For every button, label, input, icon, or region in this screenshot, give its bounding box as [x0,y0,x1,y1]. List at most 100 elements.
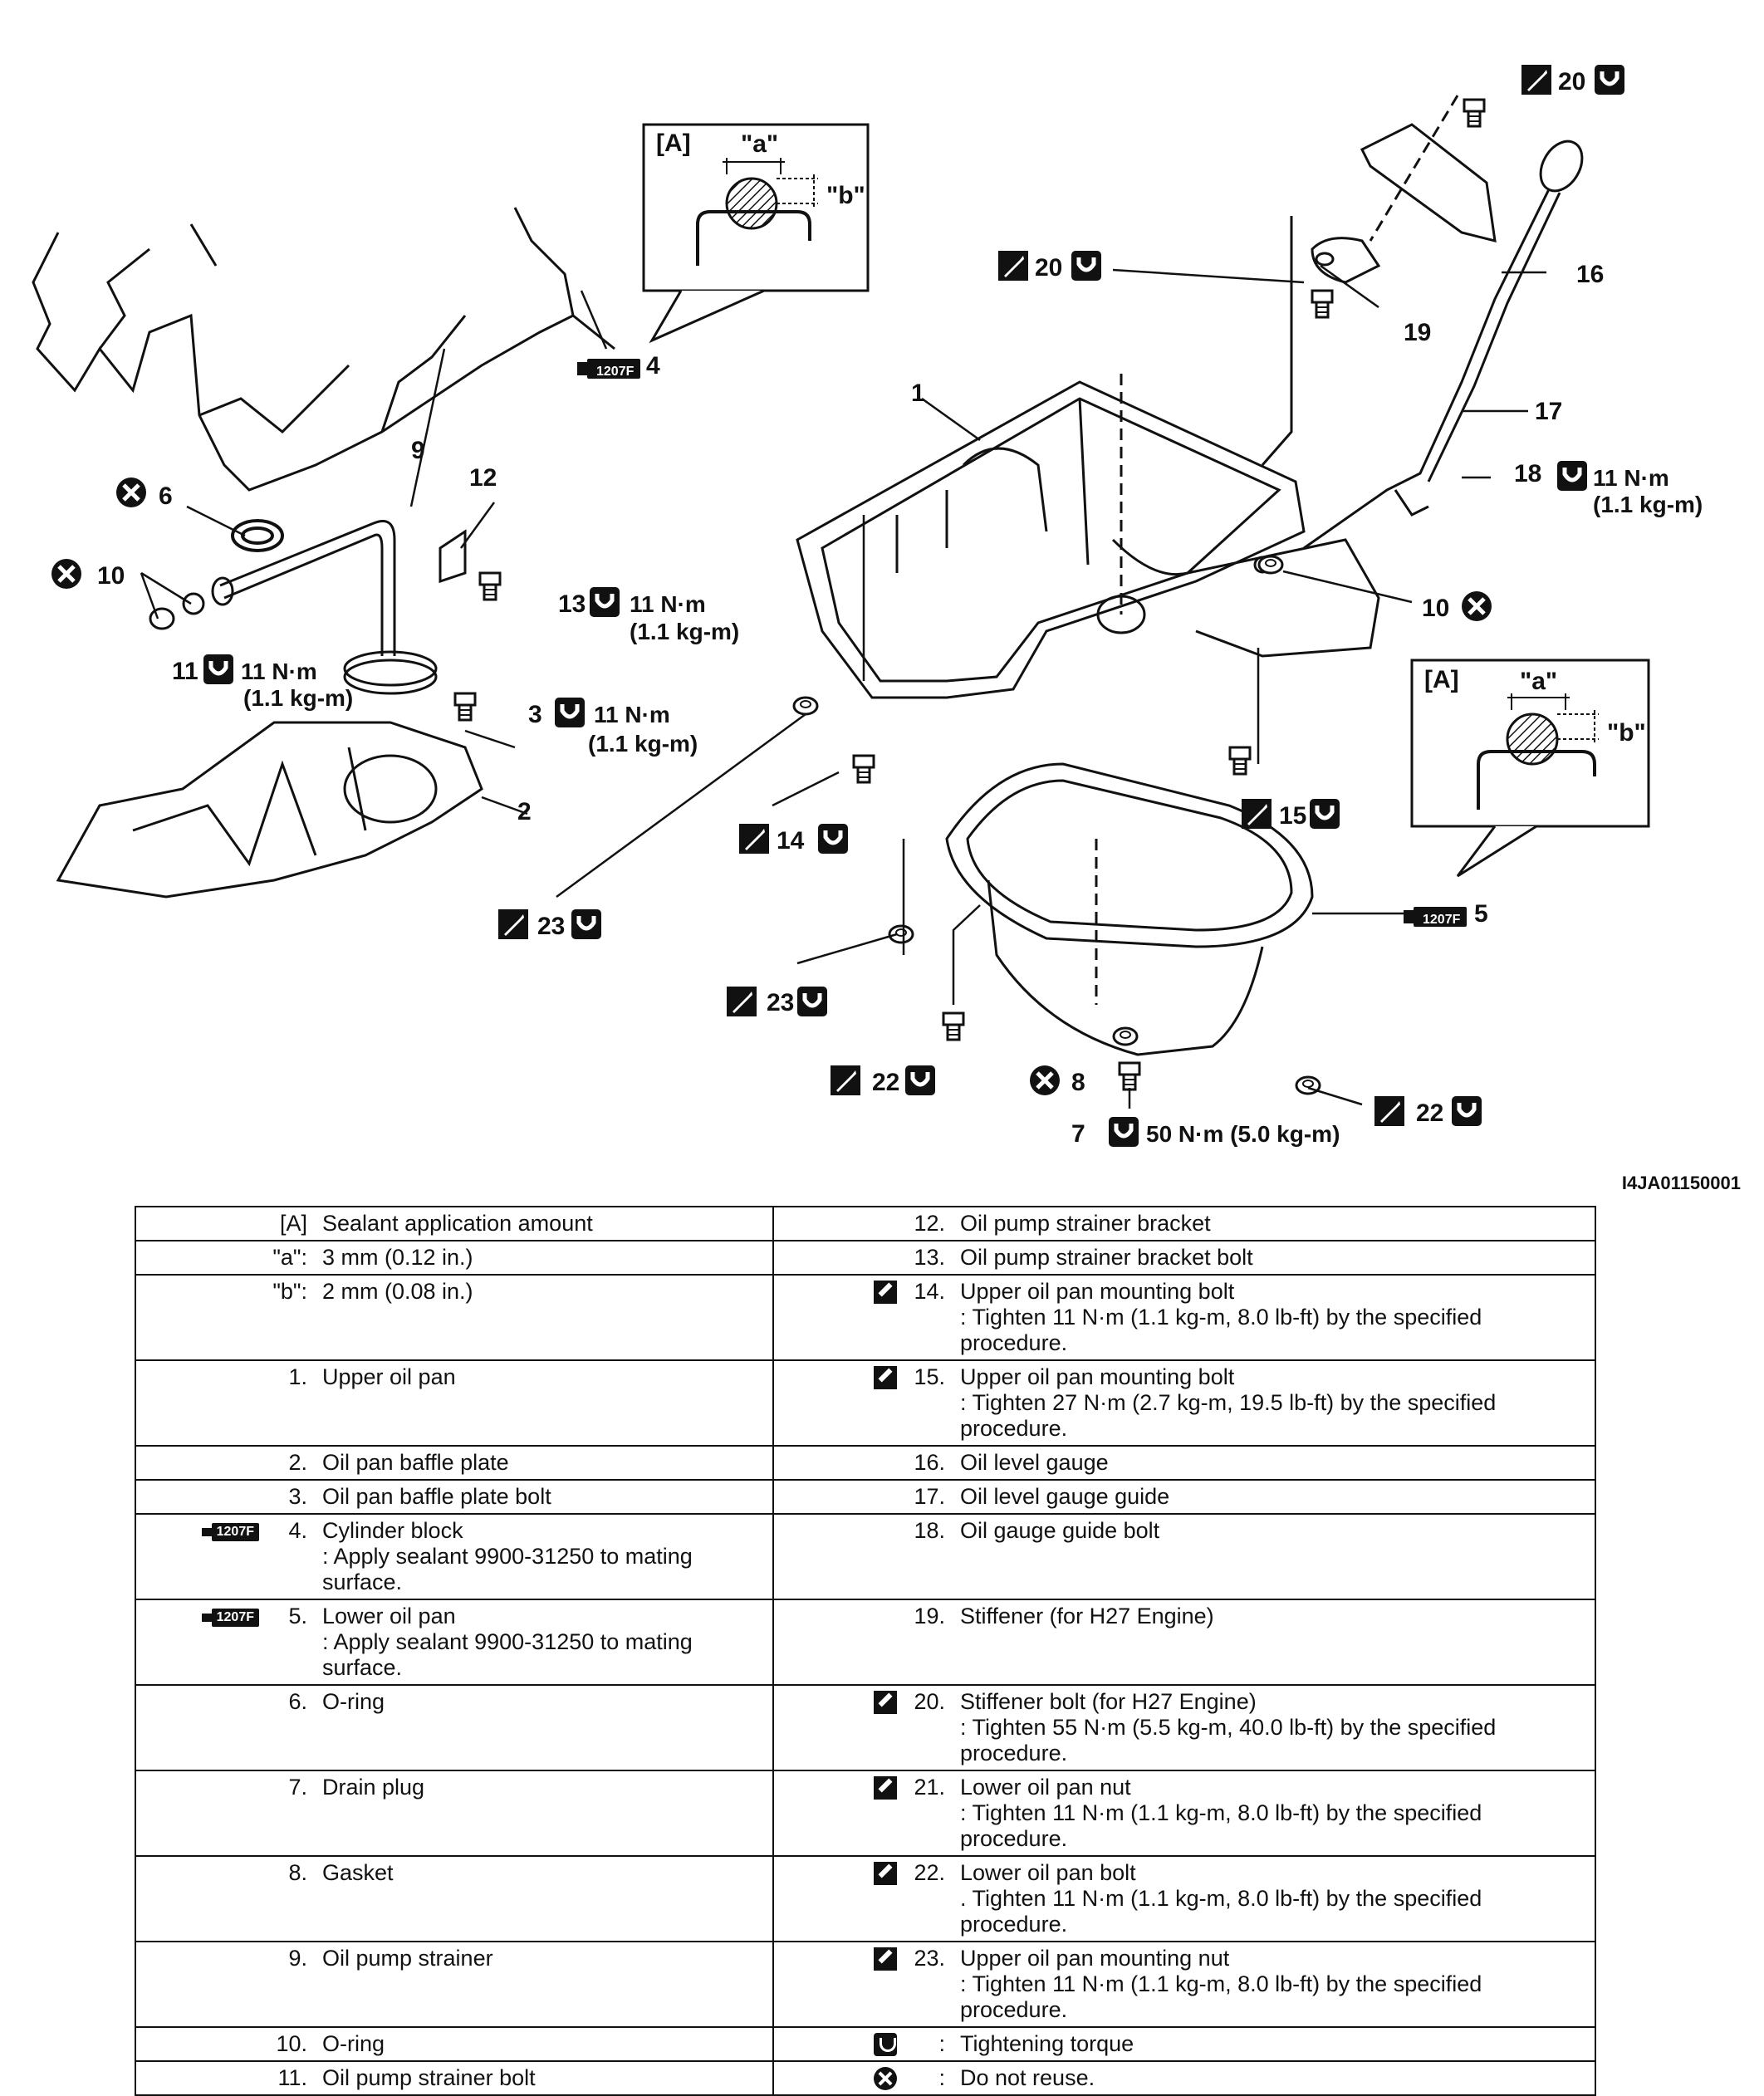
legend-cell-right: 23.Upper oil pan mounting nut: Tighten 1… [772,1941,1596,2028]
tightening-torque-icon [1557,461,1587,491]
torque-label-11-kgm: (1.1 kg-m) [243,685,353,711]
legend-number: 8. [288,1860,307,1885]
legend-number: 22. [914,1860,945,1885]
wrench-icon [1242,799,1272,829]
o-ring-6-drawing [231,519,284,552]
wrench-icon [998,251,1028,281]
tightening-torque-icon [874,2033,897,2056]
wrench-icon [874,1862,897,1885]
legend-row: "b":2 mm (0.08 in.)14.Upper oil pan moun… [135,1274,1596,1361]
tightening-torque-icon [203,654,233,684]
wrench-icon [831,1065,860,1095]
legend-cell-left: "a":3 mm (0.12 in.) [135,1240,774,1276]
legend-number: 2. [288,1450,307,1475]
tightening-torque-icon [1109,1117,1139,1147]
legend-description: 2 mm (0.08 in.) [322,1279,473,1304]
legend-note: : Apply sealant 9900-31250 to mating sur… [322,1629,693,1680]
legend-cell-left: 10.O-ring [135,2026,774,2062]
callout-1: 1 [911,380,925,407]
diagram-symbols: 1207F 1207F [51,65,1624,1147]
legend-description: O-ring [322,1689,385,1714]
torque-label-13-kgm: (1.1 kg-m) [630,619,739,644]
torque-label-18-kgm: (1.1 kg-m) [1593,492,1703,517]
callout-7: 7 [1071,1120,1085,1148]
legend-description: Tightening torque [960,2031,1134,2056]
legend-cell-left: [A]Sealant application amount [135,1206,774,1241]
legend-note: : Tighten 11 N·m (1.1 kg-m, 8.0 lb-ft) b… [960,1971,1482,2022]
legend-description: Oil pan baffle plate [322,1450,509,1475]
legend-cell-right: 22.Lower oil pan bolt. Tighten 11 N·m (1… [772,1855,1596,1942]
detail-a-top: [A] "a" "b" [642,123,870,344]
legend-number: 23. [914,1946,945,1971]
callout-13: 13 [558,590,586,618]
callout-8: 8 [1071,1069,1085,1096]
callout-2: 2 [517,798,532,825]
legend-cell-right: 16. Oil level gauge [772,1445,1596,1481]
legend-description: Lower oil pan bolt [960,1860,1136,1885]
legend-note: : Tighten 55 N·m (5.5 kg-m, 40.0 lb-ft) … [960,1715,1497,1765]
callout-6: 6 [159,482,173,510]
wrench-icon [739,824,769,854]
callout-23-left: 23 [537,913,565,940]
legend-number: 9. [288,1946,307,1971]
legend-number: 14. [914,1279,945,1304]
tightening-torque-icon [590,587,620,617]
legend-description: Upper oil pan mounting bolt [960,1279,1235,1304]
leader-lines [140,264,1546,1109]
legend-cell-right: :Do not reuse. [772,2060,1596,2096]
lower-oil-pan-drawing [945,762,1314,1056]
detail-a-dim-b: "b" [826,182,865,209]
alignment-lines [1095,95,1459,1005]
legend-description: Oil level gauge guide [960,1484,1170,1509]
legend-row: 11.Oil pump strainer bolt:Do not reuse. [135,2060,1596,2096]
legend-description: Gasket [322,1860,394,1885]
do-not-reuse-icon [1030,1065,1060,1095]
baffle-plate-drawing [56,721,483,899]
legend-description: Drain plug [322,1775,425,1800]
wrench-icon [874,1947,897,1971]
torque-label-3: 11 N·m [594,702,670,727]
tightening-torque-icon [818,824,848,854]
oil-level-gauge-drawing [1303,140,1584,550]
legend-number: 1. [288,1364,307,1389]
legend-cell-left: 8. Gasket [135,1855,774,1942]
legend-description: Cylinder block [322,1518,463,1543]
legend-number: 11. [277,2065,307,2090]
legend-note: : Tighten 11 N·m (1.1 kg-m, 8.0 lb-ft) b… [960,1305,1482,1355]
wrench-icon [874,1366,897,1389]
do-not-reuse-icon [116,477,146,507]
legend-cell-right: 19.Stiffener (for H27 Engine) [772,1599,1596,1686]
tightening-torque-icon [1452,1096,1482,1126]
callout-23-mid: 23 [767,989,794,1016]
detail-a-label: [A] [656,130,691,157]
torque-label-7: 50 N·m (5.0 kg-m) [1146,1121,1340,1147]
legend-description: Stiffener (for H27 Engine) [960,1604,1214,1628]
tightening-torque-icon [1310,799,1340,829]
legend-description: Oil pump strainer [322,1946,493,1971]
wrench-icon [1374,1096,1404,1126]
wrench-icon [727,987,757,1016]
callout-10-left: 10 [97,562,125,590]
legend-description: Oil level gauge [960,1450,1109,1475]
legend-number: 16. [914,1450,945,1475]
detail-a-dim-a: "a" [741,130,778,158]
legend-number: "a": [272,1245,307,1270]
legend-number: 3. [288,1484,307,1509]
legend-number: 6. [288,1689,307,1714]
legend-note: : Tighten 27 N·m (2.7 kg-m, 19.5 lb-ft) … [960,1390,1497,1441]
cylinder-block-drawing [32,207,615,492]
legend-cell-right: 13.Oil pump strainer bracket bolt [772,1240,1596,1276]
legend-number: 10. [276,2031,307,2056]
callout-11: 11 [172,658,198,685]
legend-description: Upper oil pan mounting bolt [960,1364,1235,1389]
legend-row: 10.O-ring:Tightening torque [135,2026,1596,2062]
figure-reference-code: I4JA01150001 [1621,1173,1741,1193]
legend-number: 4. [288,1518,307,1543]
callout-3: 3 [528,701,542,728]
legend-cell-right: 20.Stiffener bolt (for H27 Engine): Tigh… [772,1684,1596,1771]
